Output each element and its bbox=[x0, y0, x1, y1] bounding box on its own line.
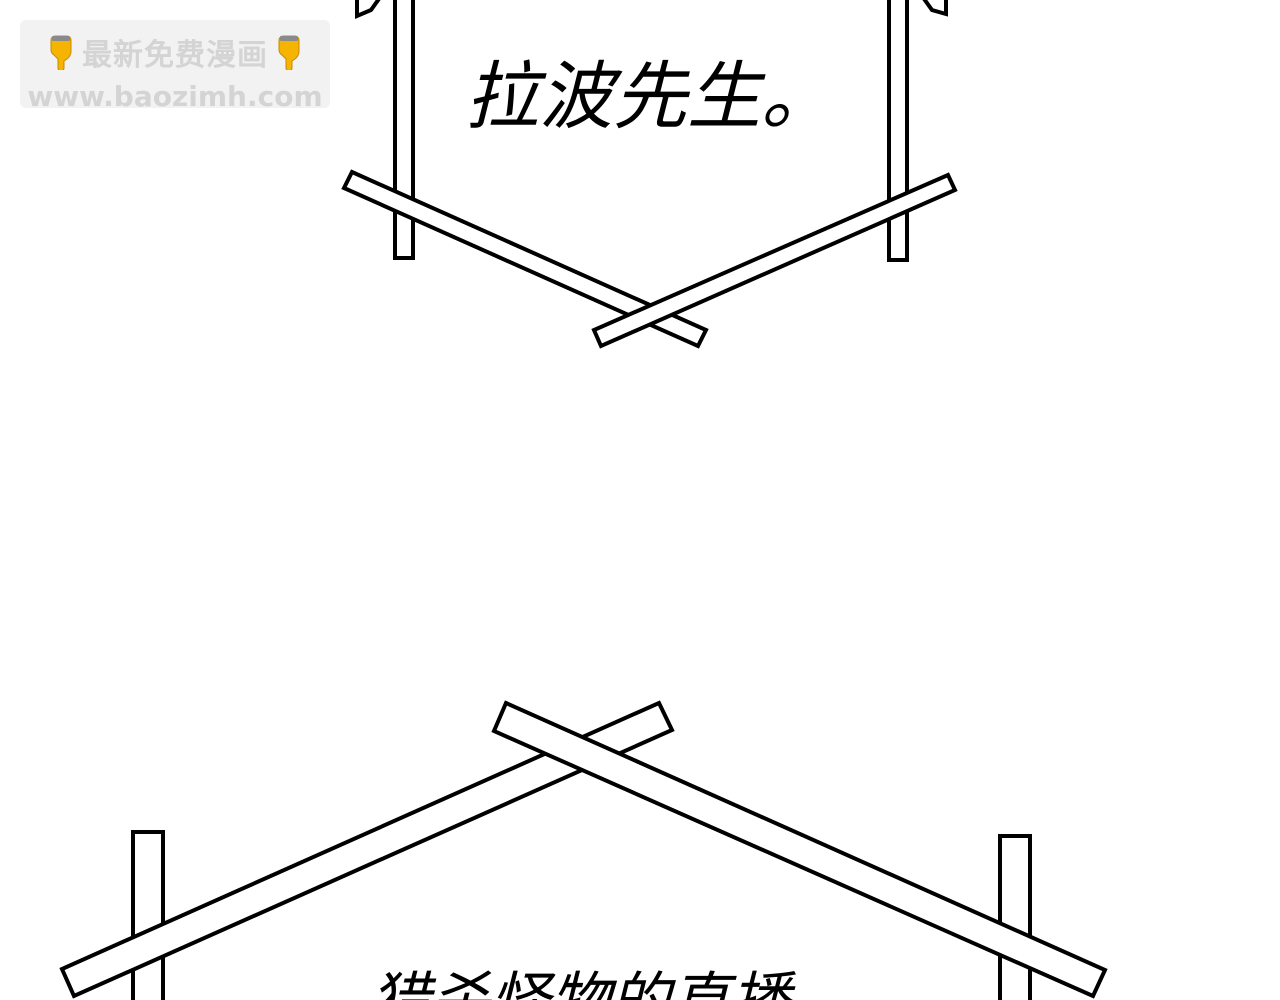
bottom-frame-diagonal-right bbox=[491, 700, 1108, 999]
watermark-url[interactable]: www.baozimh.com bbox=[27, 80, 323, 113]
bottom-frame-post-right bbox=[998, 834, 1032, 1000]
top-frame-diagonal-right bbox=[591, 172, 958, 349]
top-frame-stub-right bbox=[922, 0, 948, 17]
watermark-title-row: 最新免费漫画 bbox=[20, 30, 330, 74]
bottom-frame-diagonal-left bbox=[59, 700, 675, 999]
pointing-down-hand-icon bbox=[274, 34, 304, 72]
bottom-frame-post-left bbox=[131, 830, 165, 1000]
bottom-bubble-text: 猎杀怪物的直播 bbox=[300, 966, 860, 1000]
pointing-down-hand-icon bbox=[46, 34, 76, 72]
top-frame-stub-left bbox=[355, 0, 381, 20]
top-frame-diagonal-left bbox=[341, 169, 709, 349]
watermark-title: 最新免费漫画 bbox=[82, 38, 268, 73]
top-bubble-text: 拉波先生。 bbox=[465, 54, 835, 140]
watermark-badge[interactable]: 最新免费漫画 www.baozimh.com bbox=[20, 20, 330, 112]
